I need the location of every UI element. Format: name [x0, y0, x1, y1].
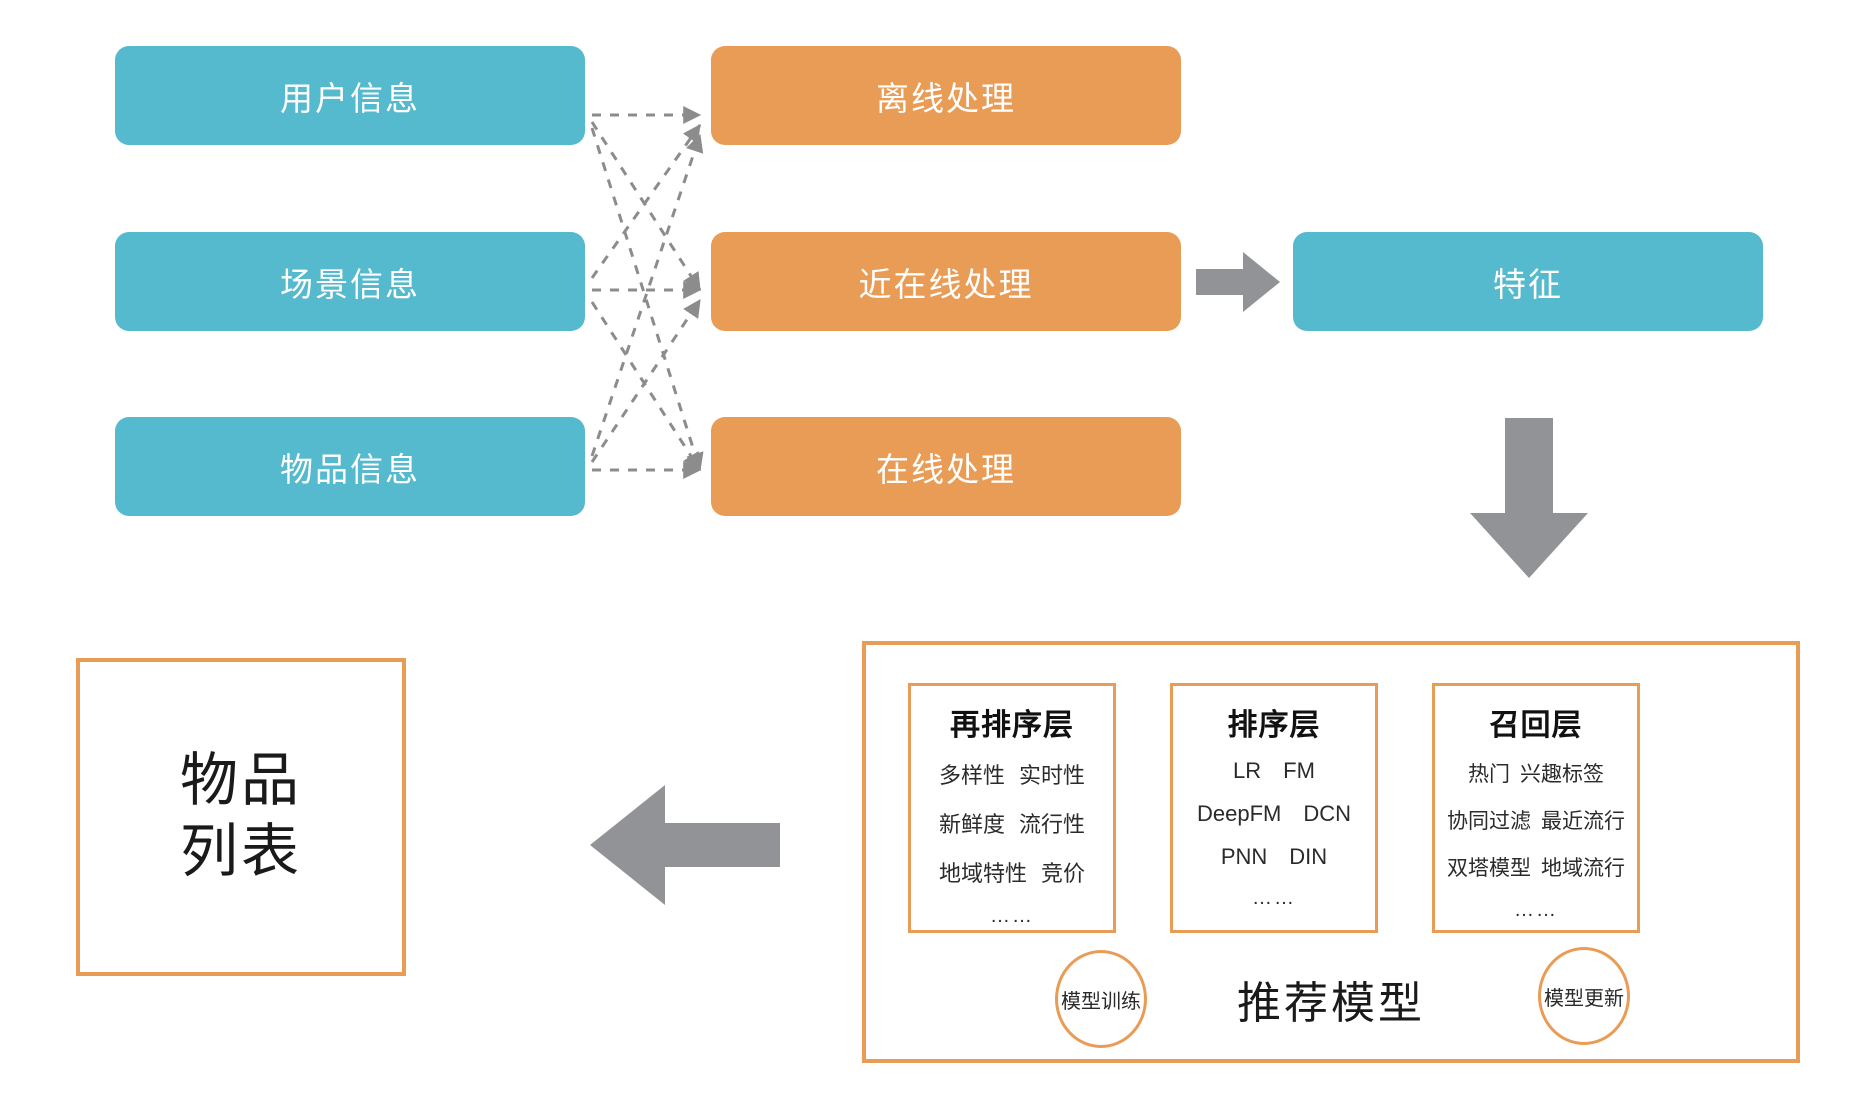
rerank-layer-more: …… — [990, 905, 1034, 927]
process-box-online[interactable]: 在线处理 — [711, 417, 1181, 516]
process-box-label: 离线处理 — [876, 79, 1016, 117]
rerank-layer-row: 新鲜度 流行性 — [939, 807, 1085, 839]
process-box-near-online[interactable]: 近在线处理 — [711, 232, 1181, 331]
recall-layer-title: 召回层 — [1489, 709, 1583, 742]
arrow-feature-to-model — [1470, 418, 1588, 578]
rerank-item: 地域特性 — [938, 861, 1027, 886]
item-list-label: 物品 列表 — [180, 746, 302, 888]
rerank-item: 多样性 — [938, 763, 1005, 788]
source-box-label: 物品信息 — [280, 450, 420, 488]
rerank-layer-card[interactable]: 再排序层 多样性 实时性 新鲜度 流行性 地域特性 竞价 …… — [908, 683, 1116, 933]
feature-box-label: 特征 — [1493, 265, 1563, 303]
source-box-item-info[interactable]: 物品信息 — [115, 417, 585, 516]
process-box-label: 在线处理 — [876, 450, 1016, 488]
rank-item: LR — [1233, 758, 1262, 783]
item-list-line-2: 列表 — [179, 819, 302, 884]
rank-item: DCN — [1303, 801, 1352, 826]
recall-layer-card[interactable]: 召回层 热门 兴趣标签 协同过滤 最近流行 双塔模型 地域流行 …… — [1432, 683, 1640, 933]
recommendation-model-container: 再排序层 多样性 实时性 新鲜度 流行性 地域特性 竞价 …… 排序层 LR F… — [862, 641, 1800, 1063]
recall-item: 最近流行 — [1541, 810, 1625, 833]
rerank-item: 新鲜度 — [938, 812, 1005, 837]
rank-layer-card[interactable]: 排序层 LR FM DeepFM DCN PNN DIN …… — [1170, 683, 1378, 933]
rerank-layer-title: 再排序层 — [950, 709, 1074, 742]
rank-layer-title: 排序层 — [1227, 709, 1321, 742]
recall-item: 双塔模型 — [1447, 857, 1531, 880]
recall-item: 协同过滤 — [1447, 810, 1531, 833]
item-list-line-1: 物品 — [179, 748, 302, 814]
rank-layer-row: DeepFM DCN — [1197, 801, 1351, 827]
recall-item: 兴趣标签 — [1520, 763, 1604, 786]
arrow-model-to-item-list — [590, 785, 780, 905]
model-training-badge-label: 模型训练 — [1061, 990, 1141, 1013]
model-update-badge-label: 模型更新 — [1544, 987, 1624, 1010]
arrow-processing-to-feature — [1196, 252, 1280, 312]
recall-layer-row: 热门 兴趣标签 — [1468, 758, 1604, 788]
model-training-badge[interactable]: 模型训练 — [1055, 950, 1147, 1048]
rank-layer-row: PNN DIN — [1221, 844, 1327, 870]
rank-item: FM — [1283, 758, 1315, 783]
source-box-user-info[interactable]: 用户信息 — [115, 46, 585, 145]
source-box-label: 场景信息 — [280, 265, 420, 303]
process-box-offline[interactable]: 离线处理 — [711, 46, 1181, 145]
rank-layer-row: LR FM — [1233, 758, 1315, 784]
rank-item: PNN — [1220, 844, 1268, 869]
rerank-item: 竞价 — [1041, 861, 1086, 886]
rank-layer-more: …… — [1252, 887, 1296, 909]
source-box-label: 用户信息 — [280, 79, 420, 117]
rerank-item: 实时性 — [1019, 763, 1086, 788]
recall-layer-more: …… — [1514, 899, 1558, 921]
process-box-label: 近在线处理 — [858, 265, 1034, 303]
recall-layer-row: 双塔模型 地域流行 — [1447, 852, 1625, 882]
recall-item: 地域流行 — [1541, 857, 1625, 880]
source-box-scene-info[interactable]: 场景信息 — [115, 232, 585, 331]
item-list-box[interactable]: 物品 列表 — [76, 658, 406, 976]
rank-item: DeepFM — [1196, 801, 1282, 826]
rank-item: DIN — [1289, 844, 1328, 869]
recommendation-model-title: 推荐模型 — [1237, 979, 1425, 1028]
model-update-badge[interactable]: 模型更新 — [1538, 947, 1630, 1045]
feature-box[interactable]: 特征 — [1293, 232, 1763, 331]
rerank-layer-row: 地域特性 竞价 — [939, 856, 1085, 888]
recall-layer-row: 协同过滤 最近流行 — [1447, 805, 1625, 835]
rerank-item: 流行性 — [1019, 812, 1086, 837]
rerank-layer-row: 多样性 实时性 — [939, 758, 1085, 790]
recall-item: 热门 — [1468, 763, 1510, 786]
